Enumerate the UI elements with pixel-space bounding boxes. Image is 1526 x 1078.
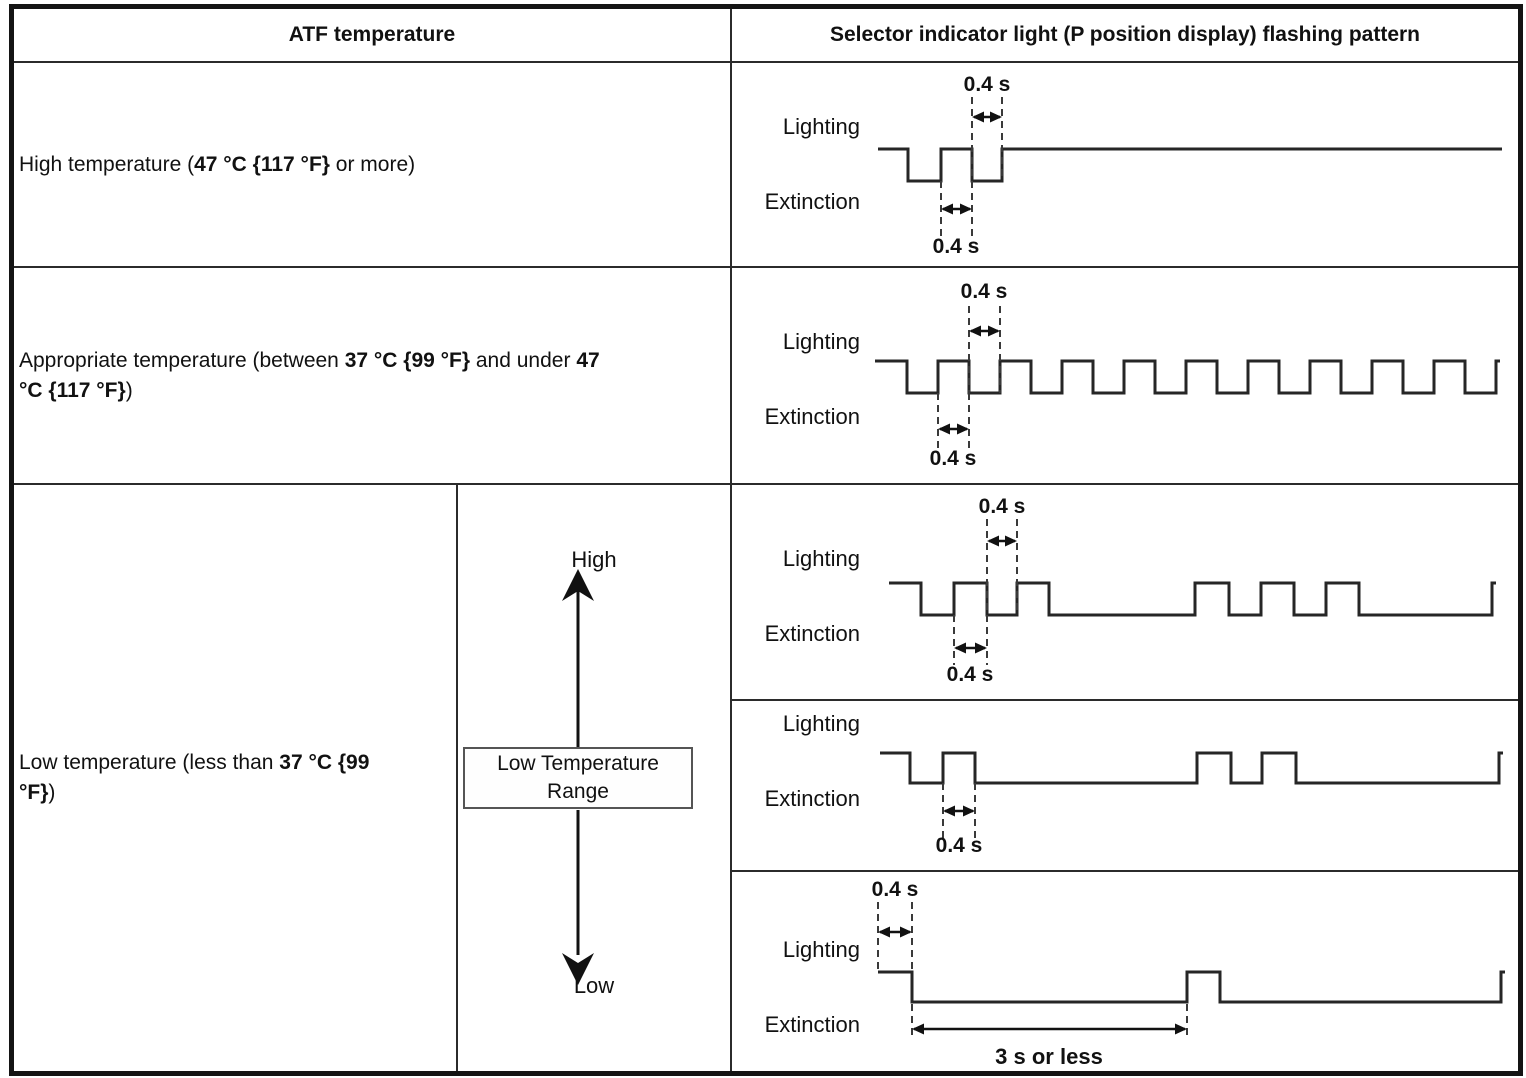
dimension-arrowhead-right-icon (975, 642, 987, 654)
dimension-arrowhead-left-icon (943, 805, 955, 817)
duration-label-top: 0.4 s (961, 280, 1008, 303)
low-temperature-range-label: Low Temperature Range (497, 752, 659, 803)
dimension-arrowhead-left-icon (987, 535, 999, 547)
atf-flashing-pattern-table: ATF temperature Selector indicator light… (9, 4, 1523, 1076)
header-atf-temperature-label: ATF temperature (288, 23, 456, 46)
duration-label-bottom: 0.4 s (930, 447, 977, 470)
dimension-arrowhead-left-icon (878, 926, 890, 938)
temperature-range-arrow (562, 569, 594, 985)
dimension-arrowhead-left-icon (938, 423, 950, 435)
waveform-trace (880, 751, 1503, 785)
low-label: Low (573, 973, 615, 998)
extinction-label: Extinction (765, 1012, 860, 1037)
dimension-arrowhead-right-icon (957, 423, 969, 435)
extinction-label: Extinction (765, 621, 860, 646)
dimension-arrowhead-left-icon (912, 1023, 924, 1035)
extinction-label: Extinction (765, 786, 860, 811)
dimension-arrowhead-right-icon (1005, 535, 1017, 547)
waveform-trace (889, 581, 1496, 617)
header-cell-flashing-pattern: Selector indicator light (P position dis… (732, 9, 1518, 61)
dimension-arrowhead-right-icon (990, 111, 1002, 123)
lighting-label: Lighting (783, 937, 860, 962)
low-temperature-range-box: Low Temperature Range (463, 747, 693, 809)
duration-label-top: 0.4 s (872, 878, 919, 901)
extinction-label: Extinction (765, 404, 860, 429)
duration-label-bottom: 0.4 s (936, 834, 983, 857)
dimension-arrowhead-right-icon (900, 926, 912, 938)
duration-label-top: 0.4 s (979, 495, 1026, 518)
lighting-label: Lighting (783, 546, 860, 571)
row-low-temperature-cell: Low temperature (less than 37 °C {99°F}) (14, 485, 456, 1071)
row-high-temperature-cell: High temperature (47 °C {117 °F} or more… (14, 63, 730, 266)
low-temperature-text: Low temperature (less than 37 °C {99°F}) (19, 751, 370, 804)
dimension-arrowhead-right-icon (963, 805, 975, 817)
row-appropriate-temperature-cell: Appropriate temperature (between 37 °C {… (14, 268, 730, 483)
dimension-arrowhead-left-icon (969, 325, 981, 337)
waveform-trace (878, 970, 1505, 1004)
waveform-trace (878, 147, 1502, 183)
dimension-arrowhead-right-icon (988, 325, 1000, 337)
waveform-trace (875, 359, 1500, 395)
duration-label-bottom: 0.4 s (933, 235, 980, 258)
dimension-arrowhead-right-icon (960, 203, 972, 215)
appropriate-temperature-text: Appropriate temperature (between 37 °C {… (19, 348, 600, 402)
dimension-arrowhead-right-icon (1175, 1023, 1187, 1035)
duration-label-bottom: 0.4 s (947, 663, 994, 686)
lighting-label: Lighting (783, 711, 860, 736)
duration-label-top: 0.4 s (964, 73, 1011, 96)
lighting-label: Lighting (783, 329, 860, 354)
header-flashing-pattern-label: Selector indicator light (P position dis… (829, 23, 1420, 46)
temperature-range-diagram: High Low Temperature Range Low (458, 485, 730, 1071)
arrow-down-icon (562, 953, 594, 985)
span-label: 3 s or less (995, 1044, 1103, 1069)
header-cell-atf-temperature: ATF temperature (14, 9, 730, 61)
arrow-up-icon (562, 569, 594, 601)
high-temperature-text: High temperature (47 °C {117 °F} or more… (19, 152, 416, 176)
extinction-label: Extinction (765, 189, 860, 214)
high-label: High (571, 547, 617, 572)
dimension-arrowhead-left-icon (941, 203, 953, 215)
dimension-arrowhead-left-icon (972, 111, 984, 123)
lighting-label: Lighting (783, 114, 860, 139)
dimension-arrowhead-left-icon (954, 642, 966, 654)
